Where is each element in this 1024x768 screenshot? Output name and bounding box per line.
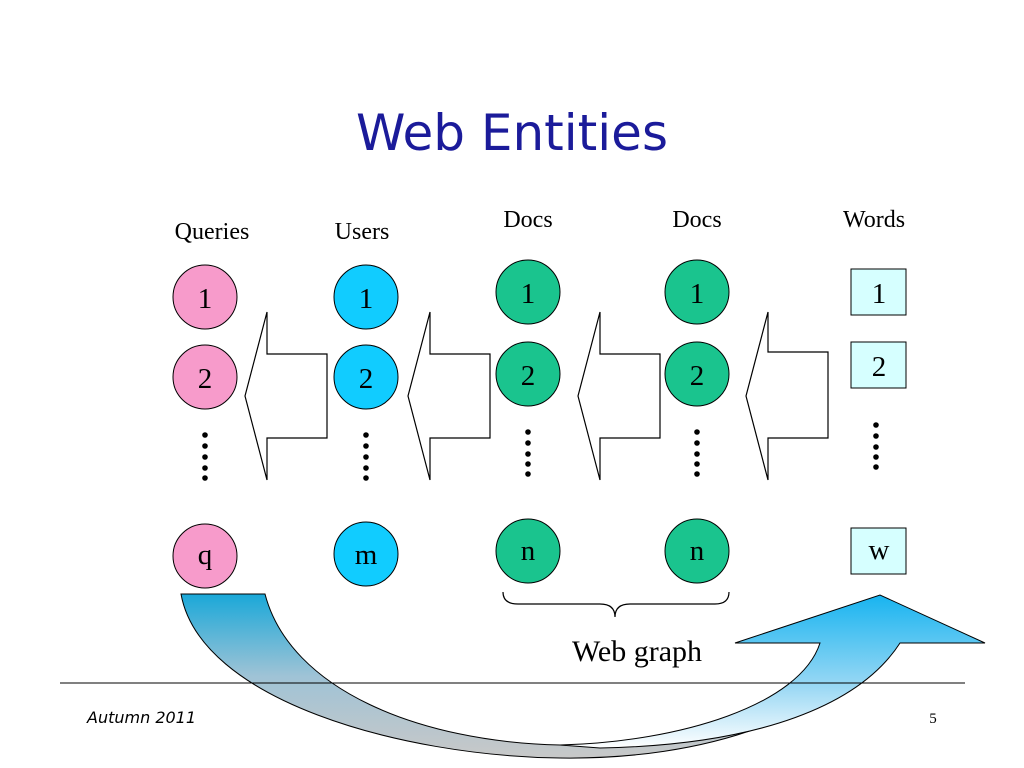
flow-arrow-3 bbox=[577, 311, 661, 481]
query-ellipsis bbox=[202, 432, 208, 481]
word-ellipsis bbox=[873, 422, 879, 470]
curved-arrow bbox=[180, 593, 986, 759]
user-node-m-label: m bbox=[355, 539, 378, 571]
user-node-2 bbox=[333, 344, 399, 410]
doc2-node-n bbox=[664, 518, 730, 584]
flow-arrow-1 bbox=[244, 311, 328, 481]
word-node-w-label: w bbox=[869, 534, 890, 566]
docs-column-1: 1 2 n bbox=[495, 259, 561, 584]
doc1-node-n-label: n bbox=[521, 535, 536, 567]
user-node-1 bbox=[333, 264, 399, 330]
doc1-ellipsis bbox=[525, 429, 531, 477]
word-node-1-label: 1 bbox=[872, 278, 887, 310]
doc2-node-2-label: 2 bbox=[690, 360, 705, 392]
column-header-docs-2: Docs bbox=[672, 207, 721, 233]
footer-date: Autumn 2011 bbox=[86, 708, 196, 727]
query-node-2-label: 2 bbox=[198, 363, 213, 395]
users-column: 1 2 m bbox=[333, 264, 399, 587]
word-node-2-label: 2 bbox=[872, 351, 887, 383]
web-graph-label: Web graph bbox=[572, 635, 702, 668]
doc2-node-1 bbox=[664, 259, 730, 325]
column-header-words: Words bbox=[843, 207, 905, 233]
user-node-2-label: 2 bbox=[359, 363, 374, 395]
query-node-2 bbox=[172, 344, 238, 410]
column-header-users: Users bbox=[335, 219, 390, 245]
words-column: 1 2 w bbox=[850, 268, 907, 575]
doc1-node-n bbox=[495, 518, 561, 584]
doc2-node-1-label: 1 bbox=[690, 278, 705, 310]
user-node-1-label: 1 bbox=[359, 283, 374, 315]
flow-arrow-2 bbox=[407, 311, 491, 481]
query-node-1 bbox=[172, 264, 238, 330]
query-node-1-label: 1 bbox=[198, 283, 213, 315]
query-node-q-label: q bbox=[198, 539, 213, 571]
web-graph-brace bbox=[502, 591, 730, 618]
doc2-node-n-label: n bbox=[690, 535, 705, 567]
word-node-1 bbox=[850, 268, 907, 316]
curved-arrow-tail bbox=[180, 593, 901, 759]
doc2-node-2 bbox=[664, 341, 730, 407]
column-header-docs-1: Docs bbox=[503, 207, 552, 233]
queries-column: 1 2 q bbox=[172, 264, 238, 589]
user-node-m bbox=[333, 521, 399, 587]
slide-title: Web Entities bbox=[356, 104, 668, 162]
doc1-node-1-label: 1 bbox=[521, 278, 536, 310]
word-node-w bbox=[850, 527, 907, 575]
doc1-node-2 bbox=[495, 341, 561, 407]
doc2-ellipsis bbox=[694, 429, 700, 477]
column-header-queries: Queries bbox=[175, 219, 250, 245]
user-ellipsis bbox=[363, 432, 369, 481]
doc1-node-1 bbox=[495, 259, 561, 325]
word-node-2 bbox=[850, 341, 907, 389]
page-number: 5 bbox=[929, 711, 937, 727]
curved-arrow-head bbox=[559, 594, 986, 749]
query-node-q bbox=[172, 523, 238, 589]
docs-column-2: 1 2 n bbox=[664, 259, 730, 584]
doc1-node-2-label: 2 bbox=[521, 360, 536, 392]
flow-arrow-4 bbox=[745, 311, 829, 481]
